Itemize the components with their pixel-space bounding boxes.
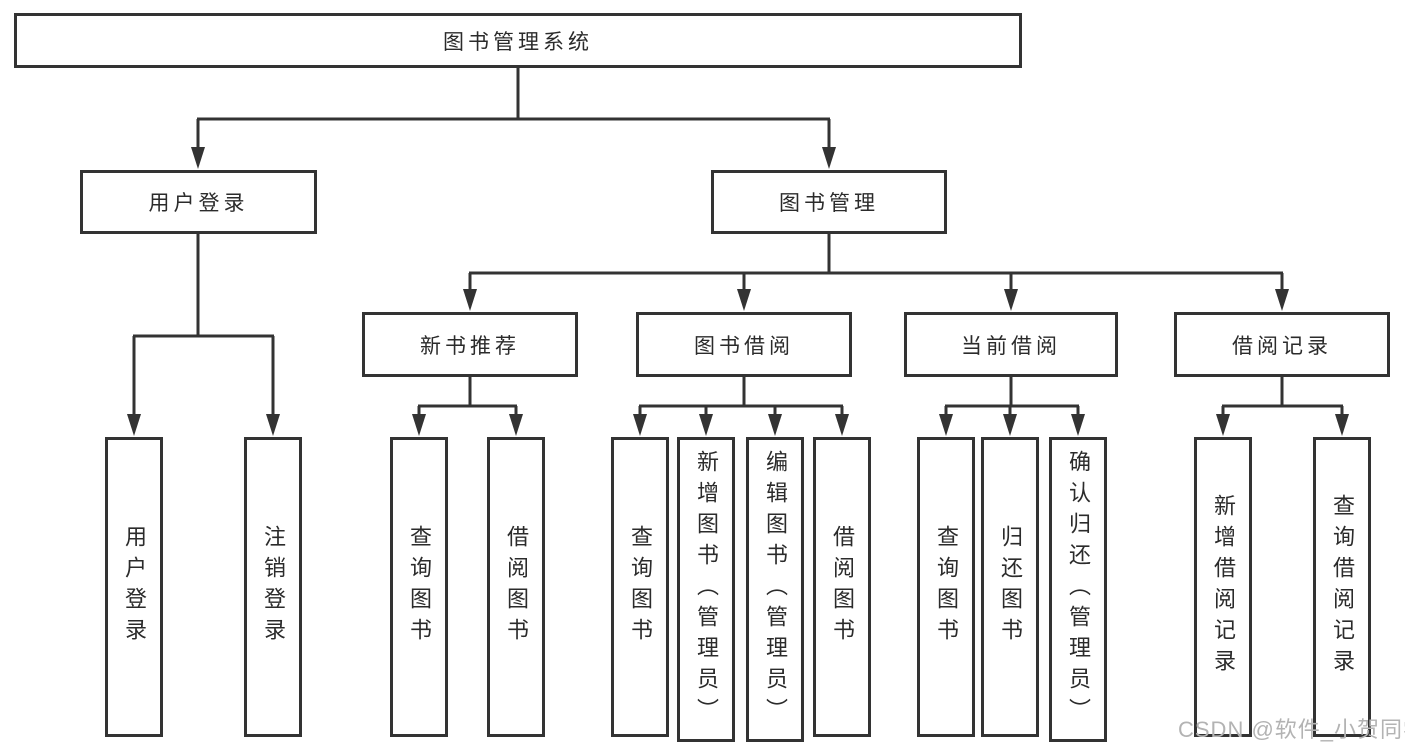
- node-root: 图书管理系统: [14, 13, 1022, 68]
- arrowhead-icon: [835, 414, 849, 436]
- arrowhead-icon: [1003, 414, 1017, 436]
- node-leaf-query-books-current: 查询图书: [917, 437, 975, 737]
- arrowhead-icon: [412, 414, 426, 436]
- node-leaf-query-books-borrow: 查询图书: [611, 437, 669, 737]
- node-new-book-recommend: 新书推荐: [362, 312, 578, 377]
- arrowhead-icon: [939, 414, 953, 436]
- arrowhead-icon: [1275, 289, 1289, 311]
- node-borrow-records: 借阅记录: [1174, 312, 1390, 377]
- arrowhead-icon: [191, 147, 205, 169]
- arrowhead-icon: [463, 289, 477, 311]
- node-leaf-return-book: 归还图书: [981, 437, 1039, 737]
- arrowhead-icon: [822, 147, 836, 169]
- arrowhead-icon: [1071, 414, 1085, 436]
- arrowhead-icon: [1335, 414, 1349, 436]
- node-leaf-add-book-admin: 新增图书（管理员）: [677, 437, 735, 742]
- arrowhead-icon: [737, 289, 751, 311]
- arrowhead-icon: [127, 414, 141, 436]
- arrowhead-icon: [633, 414, 647, 436]
- node-leaf-query-books-recommend: 查询图书: [390, 437, 448, 737]
- watermark: CSDN @软件_小贺同学: [1178, 717, 1405, 742]
- node-leaf-edit-book-admin: 编辑图书（管理员）: [746, 437, 804, 742]
- node-leaf-confirm-return-admin: 确认归还（管理员）: [1049, 437, 1107, 742]
- arrowhead-icon: [768, 414, 782, 436]
- arrowhead-icon: [1004, 289, 1018, 311]
- arrowhead-icon: [699, 414, 713, 436]
- node-leaf-query-borrow-record: 查询借阅记录: [1313, 437, 1371, 737]
- node-current-borrow: 当前借阅: [904, 312, 1118, 377]
- arrowhead-icon: [509, 414, 523, 436]
- node-leaf-user-login: 用户登录: [105, 437, 163, 737]
- node-leaf-borrow-books-recommend: 借阅图书: [487, 437, 545, 737]
- node-book-management: 图书管理: [711, 170, 947, 234]
- node-book-borrow: 图书借阅: [636, 312, 852, 377]
- arrowhead-icon: [1216, 414, 1230, 436]
- node-leaf-logout: 注销登录: [244, 437, 302, 737]
- arrowhead-icon: [266, 414, 280, 436]
- node-user-login: 用户登录: [80, 170, 317, 234]
- node-leaf-add-borrow-record: 新增借阅记录: [1194, 437, 1252, 737]
- node-leaf-borrow-books: 借阅图书: [813, 437, 871, 737]
